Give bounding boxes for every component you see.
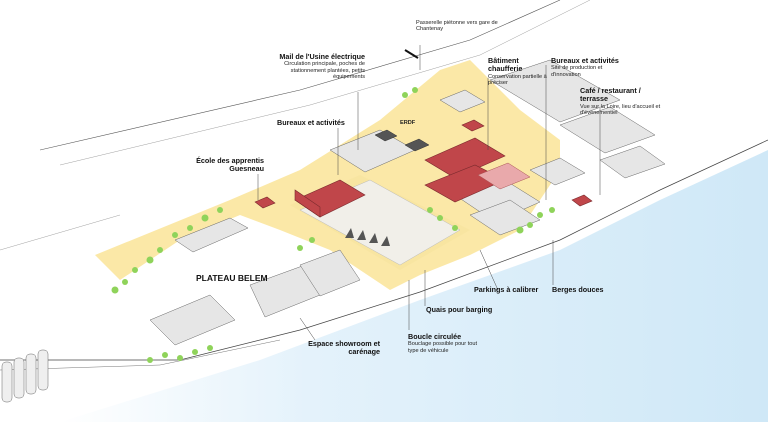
- label-boucle-sub: Bouclage possible pour tout type de véhi…: [408, 341, 478, 354]
- label-bureaux-right-title: Bureaux et activités: [551, 56, 619, 65]
- road-line: [39, 0, 561, 151]
- label-erdf-title: ERDF: [400, 120, 416, 126]
- loire-river: [60, 150, 768, 422]
- label-berges-title: Berges douces: [552, 285, 604, 294]
- label-bureaux-right-sub: Site de production et d'innovation: [551, 65, 603, 78]
- footbridge-marker: [404, 49, 419, 59]
- label-boucle: Boucle circulée Bouclage possible pour t…: [408, 332, 478, 354]
- label-batiment-title: Bâtiment chaufferie: [488, 56, 523, 74]
- trees: [111, 87, 555, 363]
- label-showroom: Espace showroom et carénage: [302, 339, 380, 357]
- label-ecole-title: École des apprentis Guesneau: [196, 156, 264, 174]
- label-parkings: Parkings à calibrer: [474, 285, 544, 294]
- silos: [1, 349, 49, 403]
- label-ecole: École des apprentis Guesneau: [196, 156, 264, 174]
- plaza-structures: [345, 228, 390, 246]
- label-mail: Mail de l'Usine électrique Circulation p…: [270, 52, 365, 81]
- label-boucle-title: Boucle circulée: [408, 332, 462, 341]
- label-bureaux-right: Bureaux et activités Site de production …: [551, 56, 626, 78]
- label-mail-sub: Circulation principale, poches de statio…: [284, 61, 365, 81]
- erdf-buildings: [374, 129, 430, 152]
- label-bureaux-left-title: Bureaux et activités: [277, 118, 345, 127]
- label-batiment: Bâtiment chaufferie Conservation partiel…: [488, 56, 550, 86]
- label-bureaux-left: Bureaux et activités: [277, 118, 347, 127]
- label-quais-title: Quais pour barging: [426, 305, 493, 314]
- label-batiment-sub: Conservation partielle à préciser: [488, 73, 547, 86]
- label-erdf: ERDF: [400, 120, 430, 126]
- label-showroom-title: Espace showroom et carénage: [308, 339, 380, 357]
- label-plateau: PLATEAU BELEM: [196, 273, 276, 284]
- label-parkings-title: Parkings à calibrer: [474, 285, 539, 294]
- label-quais: Quais pour barging: [426, 305, 496, 314]
- label-cafe-title: Café / restaurant / terrasse: [580, 86, 641, 104]
- label-cafe-sub: Vue sur la Loire, lieu d'accueil et d'év…: [580, 103, 661, 116]
- leader-lines: [257, 45, 601, 341]
- label-cafe: Café / restaurant / terrasse Vue sur la …: [580, 86, 668, 116]
- label-passerelle-sub: Passerelle piétonne vers gare de Chanten…: [416, 20, 498, 33]
- label-berges: Berges douces: [552, 285, 612, 294]
- label-plateau-title: PLATEAU BELEM: [196, 273, 268, 283]
- pink-building: [477, 162, 531, 190]
- label-passerelle: Passerelle piétonne vers gare de Chanten…: [416, 20, 508, 33]
- label-mail-title: Mail de l'Usine électrique: [279, 52, 365, 61]
